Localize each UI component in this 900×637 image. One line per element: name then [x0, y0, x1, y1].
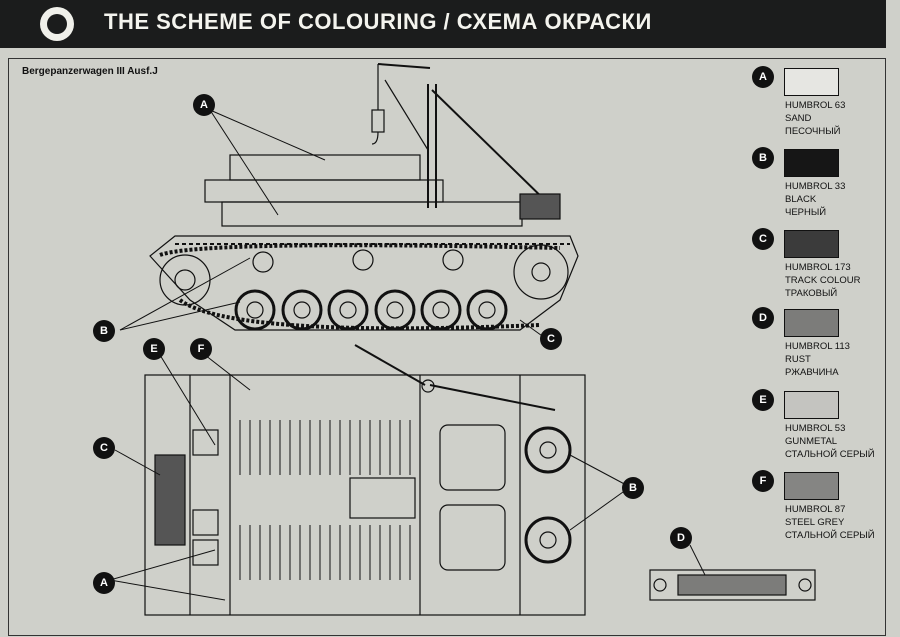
legend-letter-badge: D: [752, 307, 774, 329]
legend-letter-badge: E: [752, 389, 774, 411]
crane-hook-block: [371, 109, 385, 133]
callout-e-top: E: [143, 338, 165, 360]
paint-code: HUMBROL 87: [785, 504, 846, 515]
paint-name-en: BLACK: [785, 194, 817, 205]
callout-b-side: B: [93, 320, 115, 342]
paint-name-ru: СТАЛЬНОЙ СЕРЫЙ: [785, 449, 875, 460]
paint-code: HUMBROL 173: [785, 262, 851, 273]
callout-a-side: A: [193, 94, 215, 116]
paint-name-ru: ПЕСОЧНЫЙ: [785, 126, 841, 137]
callout-c-top: C: [93, 437, 115, 459]
color-swatch-gunmetal: [784, 391, 839, 419]
paint-name-en: RUST: [785, 354, 811, 365]
paint-name-ru: СТАЛЬНОЙ СЕРЫЙ: [785, 530, 875, 541]
color-swatch-track: [784, 230, 839, 258]
color-swatch-steel-grey: [784, 472, 839, 500]
callout-a-top: A: [93, 572, 115, 594]
paint-name-en: GUNMETAL: [785, 436, 838, 447]
paint-name-en: TRACK COLOUR: [785, 275, 861, 286]
callout-f-top: F: [190, 338, 212, 360]
paint-name-en: STEEL GREY: [785, 517, 845, 528]
color-swatch-rust: [784, 309, 839, 337]
callout-b-top: B: [622, 477, 644, 499]
legend-letter-badge: B: [752, 147, 774, 169]
brand-logo: [40, 7, 74, 41]
color-swatch-black: [784, 149, 839, 177]
paint-code: HUMBROL 63: [785, 100, 846, 111]
legend-letter-badge: A: [752, 66, 774, 88]
vehicle-name: Bergepanzerwagen III Ausf.J: [22, 66, 158, 77]
header-bar: THE SCHEME OF COLOURING / СХЕМА ОКРАСКИ: [0, 0, 886, 48]
paint-name-ru: РЖАВЧИНА: [785, 367, 839, 378]
callout-d-detail: D: [670, 527, 692, 549]
paint-code: HUMBROL 33: [785, 181, 846, 192]
legend-letter-badge: F: [752, 470, 774, 492]
paint-name-en: SAND: [785, 113, 812, 124]
legend-letter-badge: C: [752, 228, 774, 250]
paint-name-ru: ТРАКОВЫЙ: [785, 288, 838, 299]
callout-c-side: C: [540, 328, 562, 350]
paint-name-ru: ЧЕРНЫЙ: [785, 207, 827, 218]
page-title: THE SCHEME OF COLOURING / СХЕМА ОКРАСКИ: [104, 9, 652, 34]
paint-code: HUMBROL 53: [785, 423, 846, 434]
paint-code: HUMBROL 113: [785, 341, 850, 352]
color-swatch-sand: [784, 68, 839, 96]
drawing-frame: [8, 58, 886, 636]
